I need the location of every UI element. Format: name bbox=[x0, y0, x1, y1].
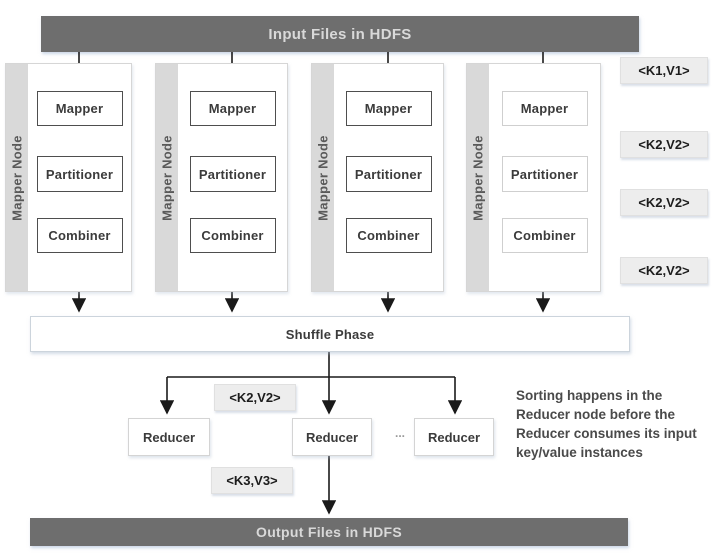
kv-label-k1v1: <K1,V1> bbox=[620, 57, 708, 84]
mapper-node-2-strip-label: Mapper Node bbox=[159, 134, 175, 221]
shuffle-phase-label: Shuffle Phase bbox=[285, 326, 375, 342]
partitioner-box: Partitioner bbox=[189, 156, 276, 192]
mapper-node-4-strip-label: Mapper Node bbox=[470, 134, 486, 221]
output-files-label: Output Files in HDFS bbox=[256, 524, 402, 540]
mapper-node-4: Mapper Node Mapper Partitioner Combiner bbox=[466, 63, 601, 292]
reducer-ellipsis: ... bbox=[394, 426, 405, 440]
reducer-box-3: Reducer bbox=[414, 418, 494, 456]
mapper-node-4-strip: Mapper Node bbox=[467, 64, 489, 291]
mapper-node-2: Mapper Node Mapper Partitioner Combiner bbox=[155, 63, 288, 292]
kv-label-shuffle-output: <K2,V2> bbox=[214, 384, 296, 411]
kv-label-reducer-output: <K3,V3> bbox=[211, 467, 293, 494]
reducer-box-2: Reducer bbox=[292, 418, 372, 456]
mapper-node-1-boxes: Mapper Partitioner Combiner bbox=[28, 64, 131, 291]
mapper-box: Mapper bbox=[501, 91, 588, 126]
mapper-node-1: Mapper Node Mapper Partitioner Combiner bbox=[5, 63, 132, 292]
mapper-box: Mapper bbox=[189, 91, 276, 126]
mapper-node-3: Mapper Node Mapper Partitioner Combiner bbox=[311, 63, 444, 292]
mapper-box: Mapper bbox=[345, 91, 432, 126]
combiner-box: Combiner bbox=[345, 218, 432, 253]
mapper-node-3-strip: Mapper Node bbox=[312, 64, 334, 291]
mapper-node-2-strip: Mapper Node bbox=[156, 64, 178, 291]
partitioner-box: Partitioner bbox=[501, 156, 588, 192]
partitioner-box: Partitioner bbox=[345, 156, 432, 192]
reducer-box-1: Reducer bbox=[128, 418, 210, 456]
kv-label-k2v2-b: <K2,V2> bbox=[620, 189, 708, 216]
kv-label-k2v2-a: <K2,V2> bbox=[620, 131, 708, 158]
output-files-bar: Output Files in HDFS bbox=[30, 518, 628, 546]
input-files-bar: Input Files in HDFS bbox=[41, 16, 639, 52]
mapper-node-2-boxes: Mapper Partitioner Combiner bbox=[178, 64, 287, 291]
input-files-label: Input Files in HDFS bbox=[268, 25, 412, 43]
mapper-node-3-boxes: Mapper Partitioner Combiner bbox=[334, 64, 443, 291]
sorting-note: Sorting happens in the Reducer node befo… bbox=[516, 388, 697, 460]
kv-label-k2v2-c: <K2,V2> bbox=[620, 257, 708, 284]
shuffle-phase-bar: Shuffle Phase bbox=[30, 316, 630, 352]
mapper-box: Mapper bbox=[36, 91, 123, 126]
mapper-node-3-strip-label: Mapper Node bbox=[315, 134, 331, 221]
combiner-box: Combiner bbox=[501, 218, 588, 253]
combiner-box: Combiner bbox=[189, 218, 276, 253]
mapper-node-4-boxes: Mapper Partitioner Combiner bbox=[489, 64, 600, 291]
mapper-node-1-strip: Mapper Node bbox=[6, 64, 28, 291]
mapper-node-1-strip-label: Mapper Node bbox=[9, 134, 25, 221]
partitioner-box: Partitioner bbox=[36, 156, 123, 192]
combiner-box: Combiner bbox=[36, 218, 123, 253]
